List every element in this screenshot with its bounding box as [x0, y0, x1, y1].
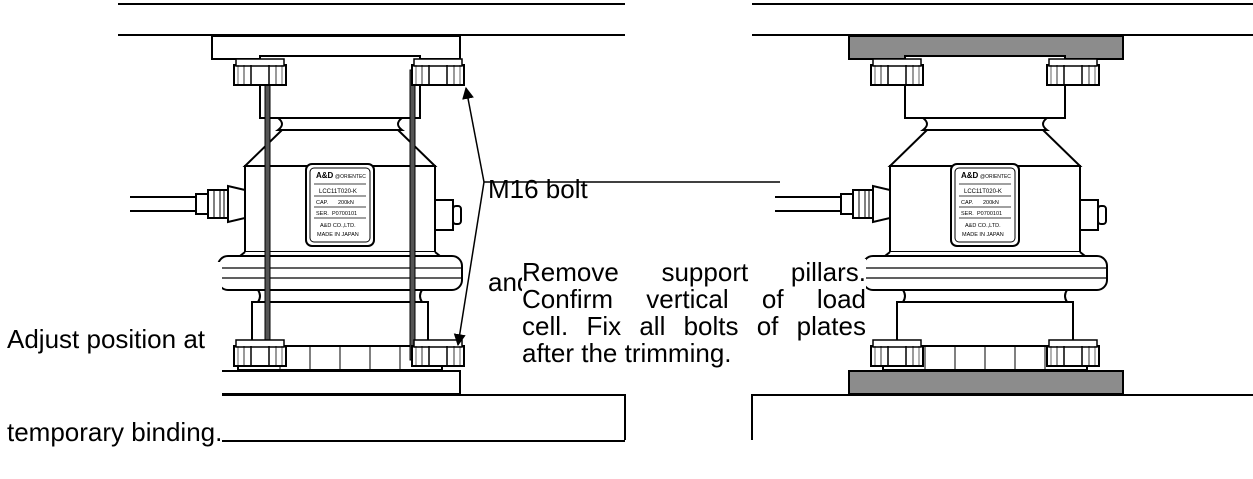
brand-logo: A&D: [961, 171, 979, 180]
leader-arrow-bottom: [453, 181, 485, 347]
nameplate-cap-value: 200kN: [983, 200, 999, 206]
adjust-callout: Adjust position at temporary binding.: [7, 262, 223, 479]
left-installation-view: A&D @ORIENTEC LCC11T020-K CAP. 200kN SER…: [70, 3, 780, 442]
bottom-plate-shaded: [848, 370, 1124, 395]
bolt-callout-line1: M16 bolt: [488, 174, 588, 204]
bolt-nut-icon: [1046, 339, 1100, 367]
nameplate-origin: MADE IN JAPAN: [962, 232, 1004, 238]
brand-sub: @ORIENTEC: [335, 174, 366, 180]
bolt-nut-icon: [233, 339, 287, 367]
bottom-plate: [211, 370, 461, 395]
right-installation-view: A&D @ORIENTEC LCC11T020-K CAP. 200kN SER…: [751, 3, 1253, 440]
remove-callout-line2: Confirm vertical of load: [522, 284, 866, 314]
nameplate-cap-value: 200kN: [338, 200, 354, 206]
remove-callout-line4: after the trimming.: [522, 338, 732, 368]
brand-sub: @ORIENTEC: [980, 174, 1011, 180]
nameplate-ser-label: SER.: [316, 211, 329, 217]
nameplate-ser-label: SER.: [961, 211, 974, 217]
bolt-nut-icon: [411, 339, 465, 367]
bolt-nut-icon: [233, 58, 287, 86]
nameplate-cap-label: CAP.: [961, 200, 974, 206]
nameplate-maker: A&D CO.,LTD.: [320, 223, 356, 229]
remove-callout-line1: Remove support pillars.: [522, 257, 866, 287]
nameplate-model: LCC11T020-K: [964, 189, 1002, 195]
nameplate-ser-value: P0700101: [977, 211, 1002, 217]
nameplate-origin: MADE IN JAPAN: [317, 232, 359, 238]
support-pillar-left: [264, 69, 271, 361]
bolt-nut-icon: [870, 58, 924, 86]
adjust-callout-line1: Adjust position at: [7, 324, 206, 354]
nameplate-cap-label: CAP.: [316, 200, 329, 206]
nameplate-maker: A&D CO.,LTD.: [965, 223, 1001, 229]
load-cell-installation-diagram: A&D @ORIENTEC LCC11T020-K CAP. 200kN SER…: [70, 3, 1253, 442]
bolt-nut-icon: [1046, 58, 1100, 86]
adjust-callout-line2: temporary binding.: [7, 417, 223, 447]
bolt-nut-icon: [411, 58, 465, 86]
remove-callout-line3: cell. Fix all bolts of plates: [522, 311, 866, 341]
bolt-nut-icon: [870, 339, 924, 367]
nameplate-model: LCC11T020-K: [319, 189, 357, 195]
nameplate-ser-value: P0700101: [332, 211, 357, 217]
leader-arrow-top: [462, 86, 485, 183]
remove-callout: Remove support pillars. Confirm vertical…: [522, 259, 866, 367]
support-pillar-right: [409, 69, 416, 361]
brand-logo: A&D: [316, 171, 334, 180]
